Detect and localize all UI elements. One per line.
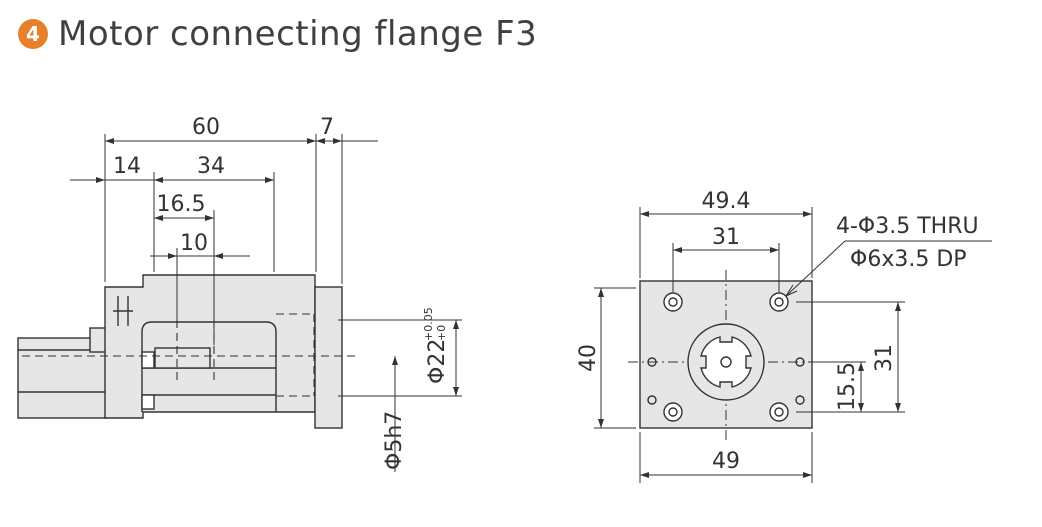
dim-bottom-width: 49 xyxy=(712,449,740,474)
side-view-labels: 60 7 14 34 16.5 10 Φ22 +0.05 +0 Φ5h7 xyxy=(113,115,450,470)
dim-bore-tol-lower: +0 xyxy=(435,325,448,341)
dim-flange-thickness: 7 xyxy=(320,115,334,140)
hole-callout-leader xyxy=(785,240,992,297)
dim-center-height: 15.5 xyxy=(835,362,860,411)
dim-top-width: 49.4 xyxy=(702,189,751,214)
dim-bore-diameter: Φ22 xyxy=(425,339,450,384)
section-number-badge: 4 xyxy=(18,19,48,49)
dim-vertical-pitch: 31 xyxy=(872,344,897,372)
mounting-holes-top xyxy=(663,292,789,312)
dim-shaft-fit: Φ5h7 xyxy=(382,411,407,470)
side-view xyxy=(17,134,462,472)
dim-bore-tol-upper: +0.05 xyxy=(422,307,435,341)
side-holes xyxy=(647,357,805,405)
motor-body xyxy=(17,327,109,419)
front-view-labels: 49.4 31 40 49 31 15.5 4-Φ3.5 THRU Φ6x3.5… xyxy=(576,189,979,474)
dim-body-length: 34 xyxy=(197,154,225,179)
dim-hole-pitch: 31 xyxy=(712,225,740,250)
extension-lines xyxy=(104,134,462,472)
hole-note-thru: 4-Φ3.5 THRU xyxy=(836,214,979,239)
front-extension-lines xyxy=(594,207,905,483)
dim-overall-length: 60 xyxy=(192,115,220,140)
hidden-lines xyxy=(22,313,360,397)
section-header: 4 Motor connecting flange F3 xyxy=(18,12,537,56)
hole-note-depth: Φ6x3.5 DP xyxy=(850,247,967,272)
front-dimension-lines xyxy=(598,211,901,478)
dim-shaft-position: 16.5 xyxy=(157,192,206,217)
dim-shaft-length: 10 xyxy=(180,231,208,256)
section-title: Motor connecting flange F3 xyxy=(58,14,538,54)
flange-housing xyxy=(104,274,343,429)
dimension-lines xyxy=(70,138,459,425)
front-view xyxy=(594,207,992,483)
mounting-holes-bottom xyxy=(663,402,789,422)
dim-plate-height: 40 xyxy=(576,344,601,372)
dim-offset: 14 xyxy=(113,154,141,179)
